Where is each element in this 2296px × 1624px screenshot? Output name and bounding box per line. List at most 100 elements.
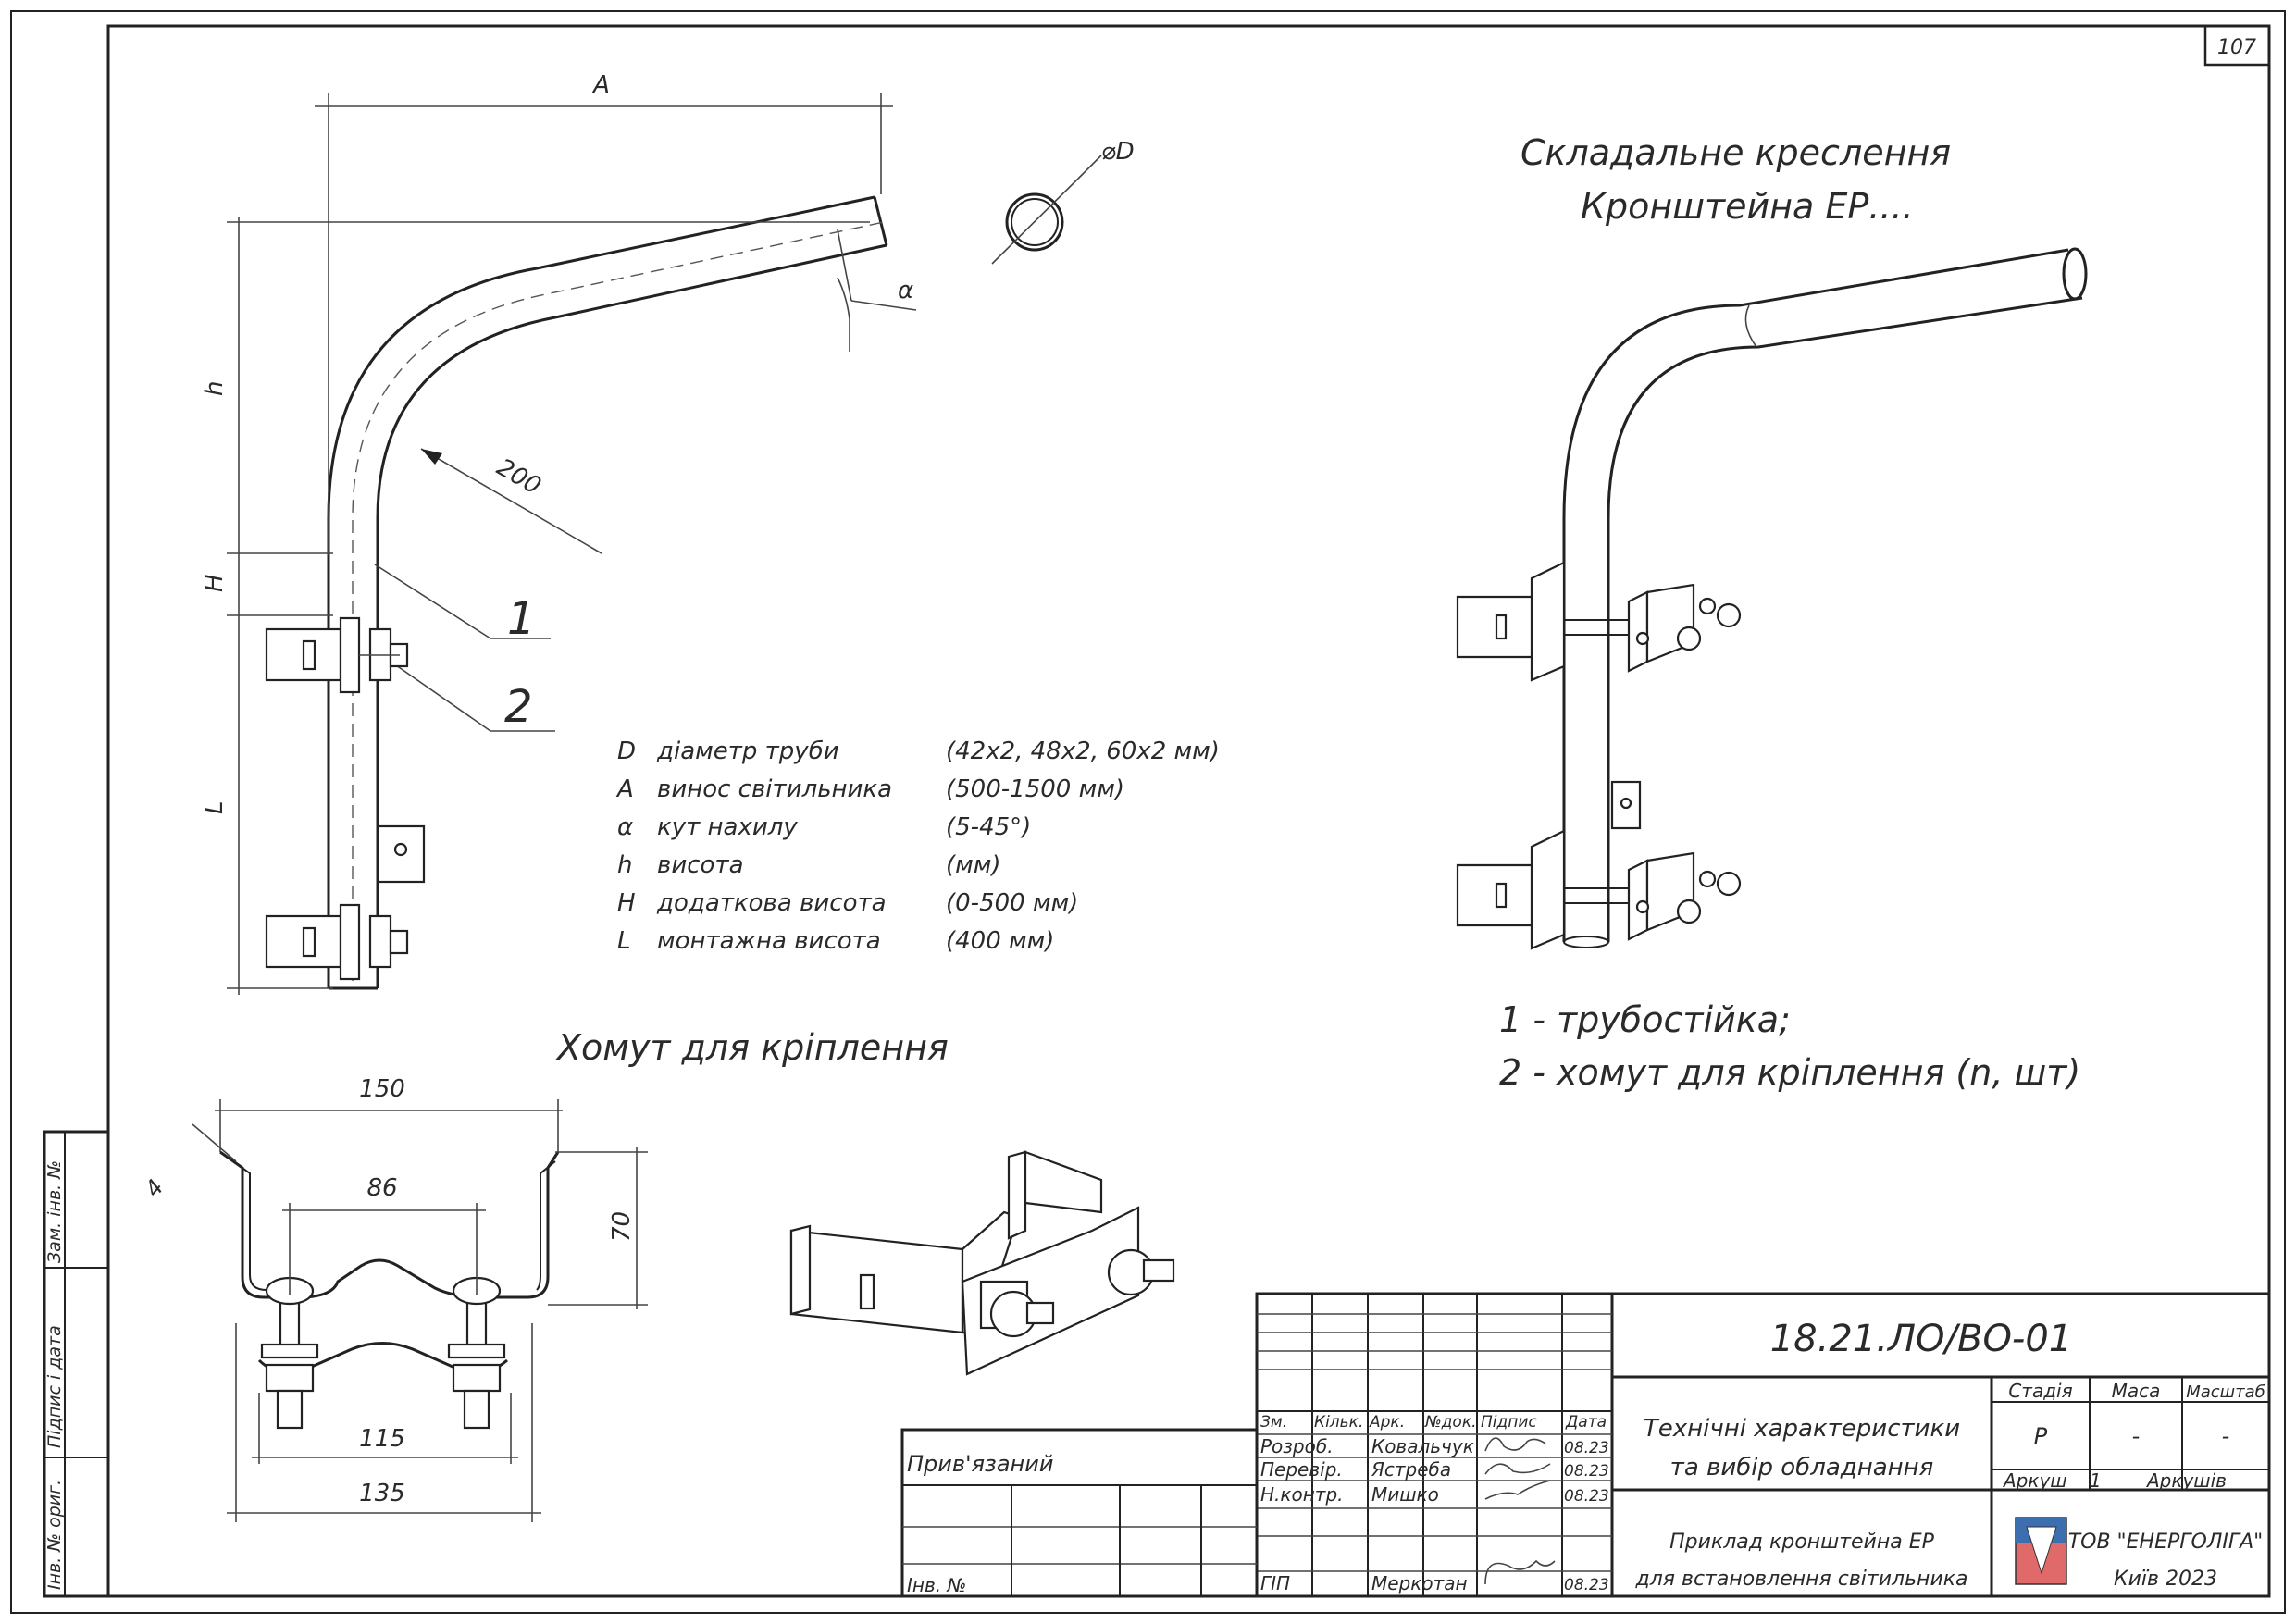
legend-value-4: (0-500 мм)	[946, 889, 1078, 917]
sheet-number: 107	[2217, 36, 2256, 59]
legend-value-2: (5-45°)	[946, 813, 1031, 841]
company-city: Київ 2023	[2114, 1568, 2217, 1591]
stage-header: Стадія	[2008, 1380, 2072, 1402]
col-header-zm: Зм.	[1260, 1413, 1287, 1432]
title-block: Зм. Кільк. Арк. №док. Підпис Дата Розроб…	[900, 1292, 2271, 1598]
inner-frame	[106, 24, 2271, 1598]
legend-desc-2: кут нахилу	[657, 813, 798, 841]
row-name-1: Ястреба	[1371, 1458, 1451, 1481]
row-date-0: 08.23	[1564, 1439, 1609, 1457]
drawing-name-line1: Технічні характеристики	[1644, 1415, 1960, 1443]
drawing-subtitle-line2: для встановлення світильника	[1634, 1568, 1967, 1591]
row-role-0: Розроб.	[1260, 1435, 1334, 1457]
lower-clamp	[265, 903, 409, 981]
side-podpys-label: Підпис і дата	[44, 1325, 65, 1448]
row-role-3: ГІП	[1260, 1572, 1290, 1594]
drawing-subtitle-line1: Приклад кронштейна ЕР	[1669, 1531, 1934, 1554]
drawing-code: 18.21.ЛО/ВО-01	[1770, 1318, 2073, 1360]
legend-value-3: (мм)	[946, 851, 1001, 879]
clamp-isometric	[789, 1150, 1175, 1376]
dim-A: A	[591, 71, 610, 99]
legend-value-0: (42x2, 48x2, 60x2 мм)	[946, 738, 1220, 765]
callout-1: 1	[507, 593, 536, 645]
col-header-ndok: №док.	[1424, 1413, 1477, 1432]
sheet-value: 1	[2090, 1469, 2102, 1492]
row-role-1: Перевір.	[1260, 1458, 1343, 1481]
legend-sym-5: L	[617, 927, 631, 955]
legend-value-5: (400 мм)	[946, 927, 1054, 955]
legend-desc-4: додаткова висота	[656, 889, 887, 917]
legend-desc-5: монтажна висота	[657, 927, 881, 955]
clamp-dim-base: 135	[359, 1480, 405, 1507]
col-header-data: Дата	[1565, 1413, 1607, 1432]
sheets-label: Аркушів	[2145, 1469, 2227, 1492]
pipe-outline-inner	[376, 243, 887, 988]
assembly-middle-plate	[1610, 780, 1642, 830]
row-name-3: Меркотан	[1371, 1572, 1468, 1594]
row-date-2: 08.23	[1564, 1487, 1609, 1506]
pipe-cross-section: ⌀D	[991, 138, 1135, 265]
row-name-2: Мишко	[1371, 1483, 1439, 1506]
legend-sym-2: α	[617, 813, 633, 841]
sheet-label: Аркуш	[2002, 1469, 2067, 1492]
clamp-dim-thick: 4	[140, 1174, 168, 1202]
signature-nkontr	[1484, 1480, 1551, 1500]
row-role-2: Н.контр.	[1260, 1483, 1344, 1506]
assembly-title-line2: Кронштейна ЕР....	[1581, 186, 1914, 227]
assembly-upper-clamp	[1456, 561, 1742, 682]
side-zam-label: Зам. інв. №	[44, 1160, 65, 1263]
clamp-profile	[219, 1150, 560, 1299]
legend-sym-4: H	[617, 889, 636, 917]
col-header-kilk: Кільк.	[1314, 1413, 1363, 1432]
callout-2: 2	[504, 681, 533, 733]
pipe-outline-outer	[327, 195, 875, 988]
signature-razrob	[1484, 1437, 1546, 1452]
part-label-1: 1 - трубостійка;	[1499, 999, 1791, 1040]
middle-plate	[376, 824, 426, 884]
company-logo	[2015, 1517, 2067, 1585]
drawing-name-line2: та вибір обладнання	[1670, 1454, 1934, 1481]
legend-value-1: (500-1500 мм)	[946, 775, 1124, 803]
row-date-1: 08.23	[1564, 1462, 1609, 1481]
legend-desc-3: висота	[657, 851, 744, 879]
legend-sym-1: A	[615, 775, 634, 803]
mass-value: -	[2132, 1423, 2141, 1449]
clamp-detail: Хомут для кріплення 150 86 70 4	[140, 1027, 949, 1522]
row-name-0: Ковальчук	[1371, 1435, 1474, 1457]
col-header-ark: Арк.	[1369, 1413, 1405, 1432]
dim-alpha: α	[898, 277, 913, 304]
clamp-dim-bolt: 115	[359, 1425, 405, 1453]
part-label-2: 2 - хомут для кріплення (n, шт)	[1499, 1052, 2080, 1093]
scale-header: Масштаб	[2186, 1382, 2265, 1402]
clamp-title: Хомут для кріплення	[555, 1027, 949, 1068]
legend-sym-3: h	[617, 851, 632, 879]
assembly-lower-clamp	[1456, 829, 1742, 950]
mass-header: Маса	[2112, 1380, 2161, 1402]
side-strip: Зам. інв. № Підпис і дата Інв. № ориг.	[43, 1130, 110, 1598]
dim-h: h	[201, 381, 229, 396]
signature-gip	[1484, 1559, 1556, 1585]
scale-value: -	[2222, 1423, 2230, 1449]
clamp-dim-inner: 86	[366, 1174, 397, 1202]
clamp-dim-top: 150	[359, 1075, 405, 1103]
row-date-3: 08.23	[1564, 1576, 1609, 1594]
parameter-legend: D діаметр труби (42x2, 48x2, 60x2 мм) A …	[615, 738, 1220, 955]
clamp-dim-height: 70	[608, 1211, 636, 1242]
inv-label: Інв. №	[907, 1574, 966, 1596]
stage-value: Р	[2034, 1423, 2048, 1449]
dim-H: H	[201, 574, 229, 592]
outer-frame	[10, 10, 2286, 1614]
legend-sym-0: D	[617, 738, 636, 765]
assembly-title-line1: Складальне креслення	[1520, 132, 1951, 173]
signature-pereviv	[1484, 1463, 1551, 1475]
dim-D: ⌀D	[1101, 138, 1135, 166]
dim-L: L	[201, 801, 229, 815]
legend-desc-1: винос світильника	[657, 775, 892, 803]
col-header-pidpys: Підпис	[1481, 1413, 1537, 1432]
bound-label: Прив'язаний	[907, 1451, 1053, 1477]
assembly-view: Складальне креслення Кронштейна ЕР....	[1456, 132, 2088, 1093]
legend-desc-0: діаметр труби	[656, 738, 839, 765]
dim-radius: 200	[492, 453, 546, 501]
company-name: ТОВ "ЕНЕРГОЛІГА"	[2068, 1531, 2264, 1554]
